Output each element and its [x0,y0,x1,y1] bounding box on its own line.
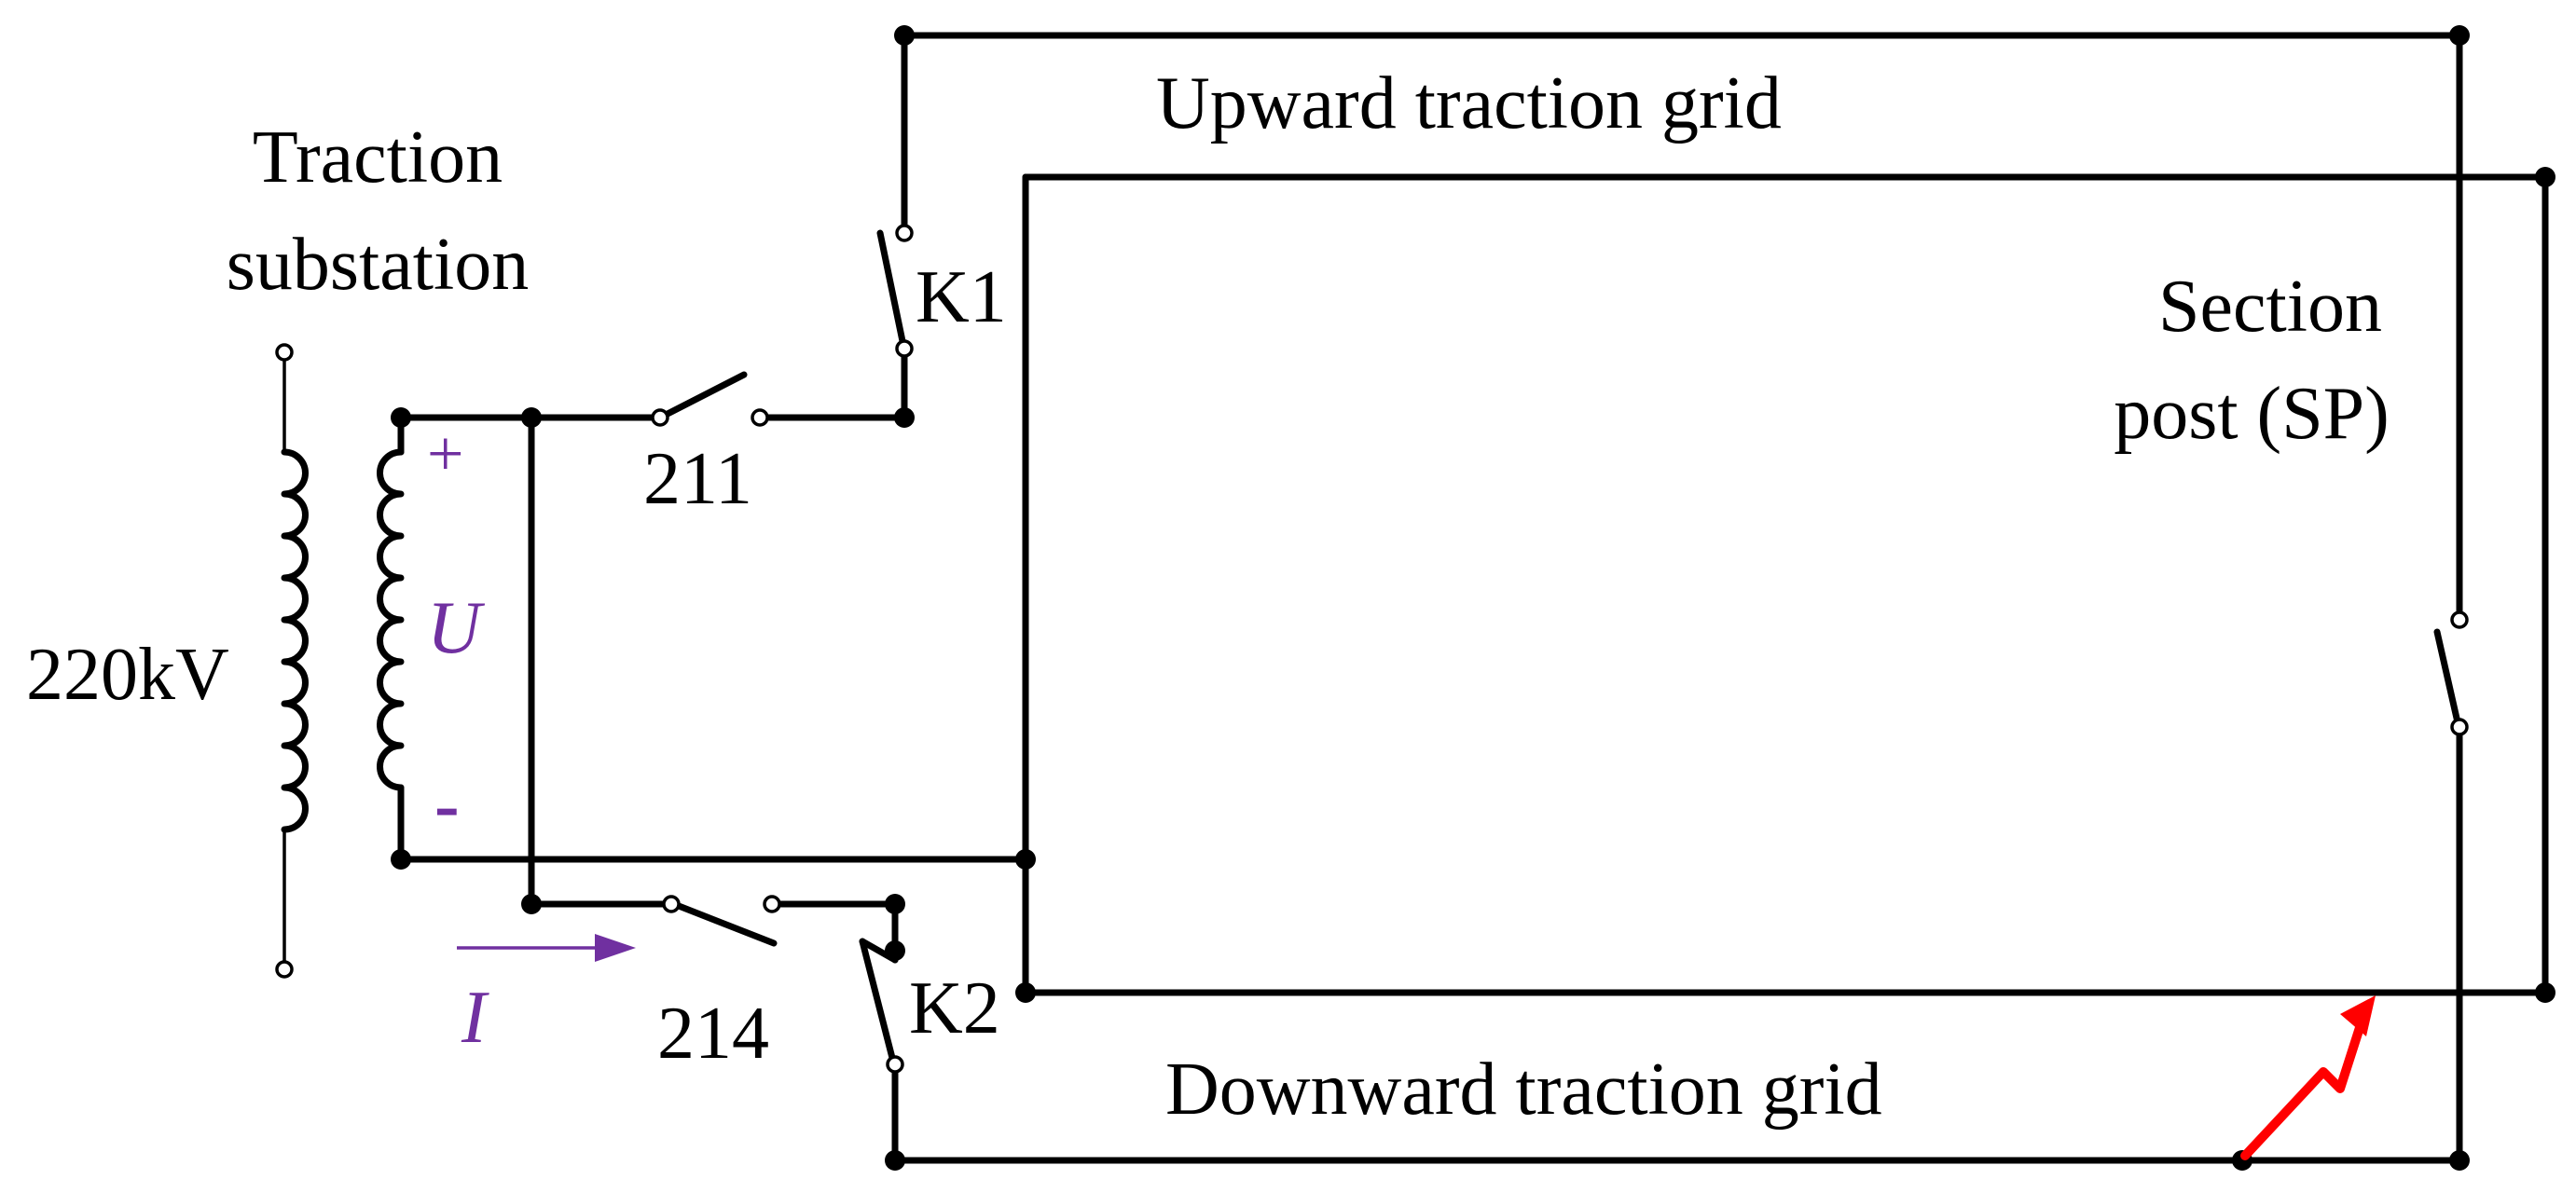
upward-traction-grid [901,32,2463,624]
substation-label-line2: substation [227,224,529,306]
voltage-symbol-u: U [427,587,486,669]
section-post-label-line2: post (SP) [2114,373,2390,455]
switch-k1 [876,32,914,421]
current-symbol-i: I [461,977,489,1059]
breaker-214 [662,895,899,947]
upward-grid-label: Upward traction grid [1156,62,1782,144]
breaker-211-label: 211 [643,438,752,520]
switch-k1-label: K1 [916,256,1007,338]
section-post-switch [2433,610,2469,1164]
secondary-winding [377,414,405,863]
switch-k2-label: K2 [909,967,1000,1049]
primary-top-terminal [275,343,294,362]
section-post-label-line1: Section [2158,266,2382,348]
plus-sign: + [427,418,463,490]
current-arrow-icon [457,934,636,962]
junction-nodes [391,25,2555,1171]
minus-sign: - [434,764,460,846]
primary-winding [275,343,309,979]
primary-bottom-terminal [275,960,294,979]
voltage-220kv-label: 220kV [26,634,229,716]
fault-lightning-icon [2240,995,2376,1160]
downward-grid-label: Downward traction grid [1165,1049,1882,1131]
substation-label-line1: Traction [253,117,503,199]
breaker-214-label: 214 [657,993,769,1075]
breaker-211 [651,371,908,427]
